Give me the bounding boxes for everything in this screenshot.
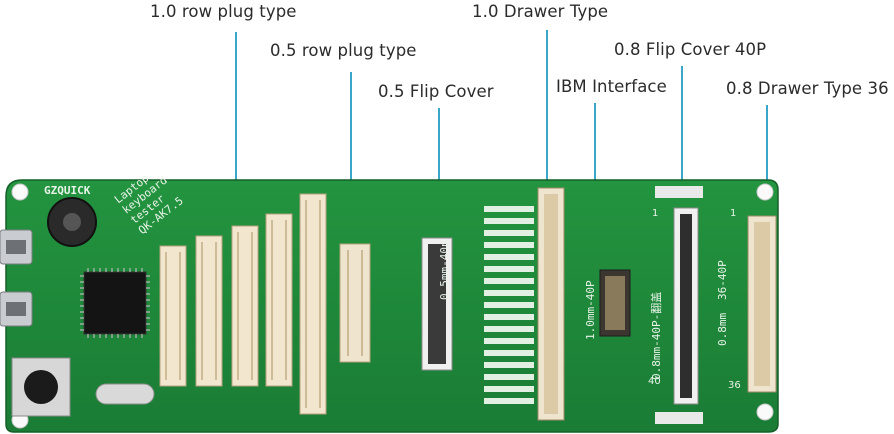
pin-40: 40 (648, 376, 661, 387)
crystal (95, 383, 155, 405)
reset-button (11, 357, 71, 417)
brand-label: GZQUICK (44, 184, 91, 197)
silk-0-8mm-40p: 0.8mm-40P-翻盖 (650, 291, 663, 380)
leader-drawer-1-0 (546, 30, 548, 190)
silk-0-8mm: 0.8mm (716, 312, 729, 346)
drawer-1-0-pads (484, 206, 534, 404)
row-plug-0-5-connector (339, 243, 371, 363)
pin-1-b: 1 (730, 208, 737, 219)
row-plug-connectors (159, 193, 327, 415)
silk-0-5mm-40p: 0.5mm-40p (438, 240, 451, 300)
pin-1-a: 1 (652, 208, 659, 219)
label-drawer-0-8-36: 0.8 Drawer Type 36 (726, 79, 889, 98)
silk-36-40p: 36-40P (716, 260, 729, 300)
leader-row-plug-0-5 (350, 72, 352, 242)
label-flip-cover-0-5: 0.5 Flip Cover (378, 82, 494, 101)
pin-36: 36 (728, 380, 741, 391)
label-drawer-1-0: 1.0 Drawer Type (472, 2, 609, 21)
silk-1-0mm-40p: 1.0mm-40P (584, 280, 597, 340)
mcu-chip (80, 268, 150, 338)
label-ibm-interface: IBM Interface (556, 77, 667, 96)
leader-row-plug-1-0 (235, 32, 237, 232)
label-row-plug-1-0: 1.0 row plug type (150, 2, 297, 21)
label-row-plug-0-5: 0.5 row plug type (270, 41, 417, 60)
leader-flip-cover-0-8-40p (681, 66, 683, 256)
label-flip-cover-0-8-40p: 0.8 Flip Cover 40P (614, 40, 767, 59)
mount-hole (756, 403, 774, 421)
leader-drawer-0-8-36 (766, 105, 768, 225)
leader-flip-cover-0-5 (438, 108, 440, 238)
mount-hole (11, 183, 29, 201)
mount-hole (756, 183, 774, 201)
